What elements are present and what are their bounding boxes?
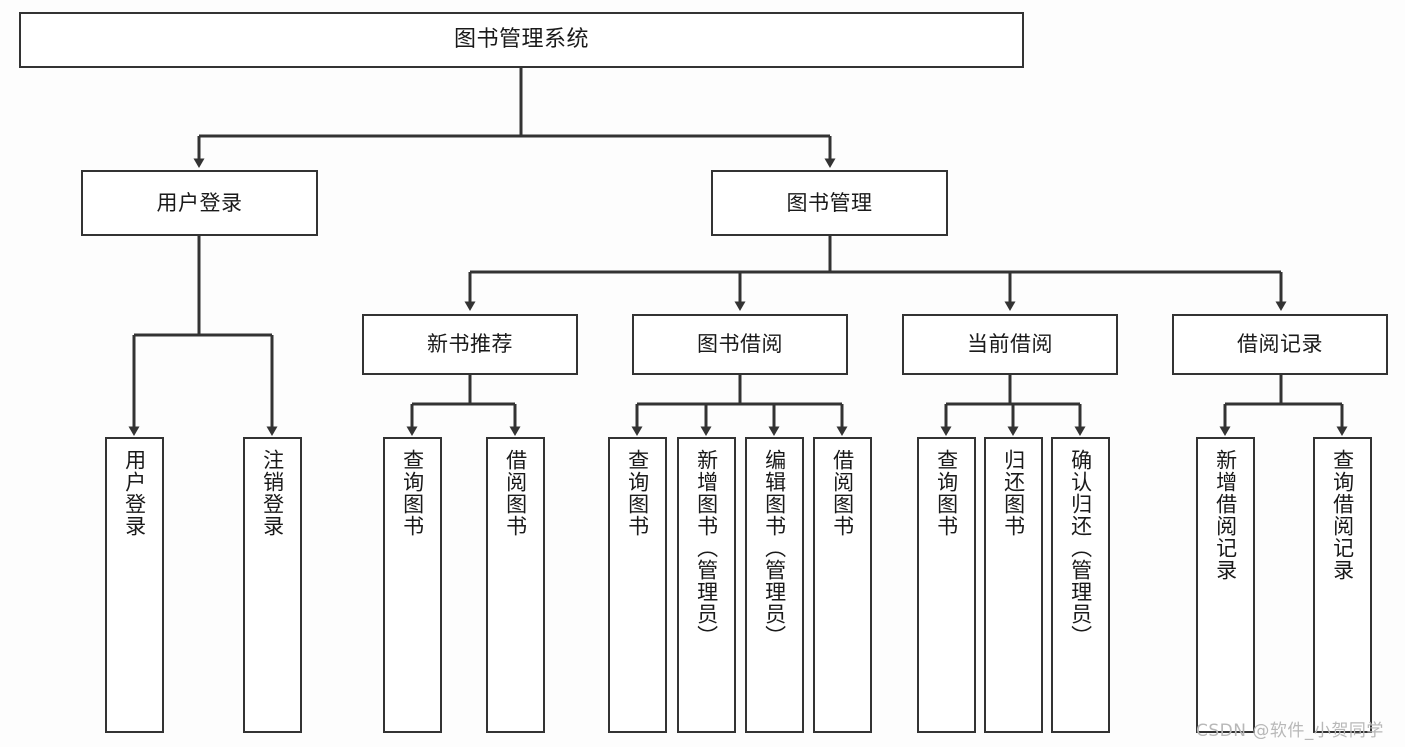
node-label: 用户登录	[122, 449, 147, 537]
leaf-confirm-return-admin[interactable]: 确认归还（管理员）	[1051, 437, 1110, 733]
leaf-return-book[interactable]: 归还图书	[984, 437, 1043, 733]
leaf-query-book-recommend[interactable]: 查询图书	[383, 437, 442, 733]
node-label: 编辑图书（管理员）	[762, 449, 787, 647]
leaf-add-book-admin[interactable]: 新增图书（管理员）	[677, 437, 736, 733]
leaf-borrow-book-recommend[interactable]: 借阅图书	[486, 437, 545, 733]
node-label: 查询图书	[625, 449, 650, 537]
node-label: 借阅记录	[1237, 332, 1323, 356]
leaf-query-book-current[interactable]: 查询图书	[917, 437, 976, 733]
node-label: 新增借阅记录	[1213, 449, 1238, 581]
node-label: 新增图书（管理员）	[694, 449, 719, 647]
node-label: 查询图书	[400, 449, 425, 537]
leaf-edit-book-admin[interactable]: 编辑图书（管理员）	[745, 437, 804, 733]
node-label: 查询图书	[934, 449, 959, 537]
leaf-logout[interactable]: 注销登录	[243, 437, 302, 733]
watermark-label: CSDN @软件_小贺同学	[1196, 721, 1384, 741]
node-label: 借阅图书	[830, 449, 855, 537]
node-label: 新书推荐	[427, 332, 513, 356]
leaf-query-book-borrow[interactable]: 查询图书	[608, 437, 667, 733]
node-label: 用户登录	[156, 190, 243, 215]
leaf-borrow-book[interactable]: 借阅图书	[813, 437, 872, 733]
node-label: 归还图书	[1001, 449, 1026, 537]
node-label: 图书管理系统	[453, 27, 589, 52]
node-label: 确认归还（管理员）	[1068, 449, 1093, 647]
node-book-management[interactable]: 图书管理	[711, 170, 948, 236]
node-borrow-record[interactable]: 借阅记录	[1172, 314, 1388, 375]
node-current-borrow[interactable]: 当前借阅	[902, 314, 1118, 375]
node-label: 当前借阅	[967, 332, 1053, 356]
node-user-login[interactable]: 用户登录	[81, 170, 318, 236]
node-label: 注销登录	[260, 449, 285, 537]
node-label: 借阅图书	[503, 449, 528, 537]
node-book-borrow[interactable]: 图书借阅	[632, 314, 848, 375]
node-label: 图书管理	[786, 190, 873, 215]
leaf-query-borrow-record[interactable]: 查询借阅记录	[1313, 437, 1372, 733]
node-label: 图书借阅	[697, 332, 783, 356]
leaf-user-login[interactable]: 用户登录	[105, 437, 164, 733]
node-new-book-recommend[interactable]: 新书推荐	[362, 314, 578, 375]
node-root-system[interactable]: 图书管理系统	[19, 12, 1024, 68]
leaf-add-borrow-record[interactable]: 新增借阅记录	[1196, 437, 1255, 733]
node-label: 查询借阅记录	[1330, 449, 1355, 581]
